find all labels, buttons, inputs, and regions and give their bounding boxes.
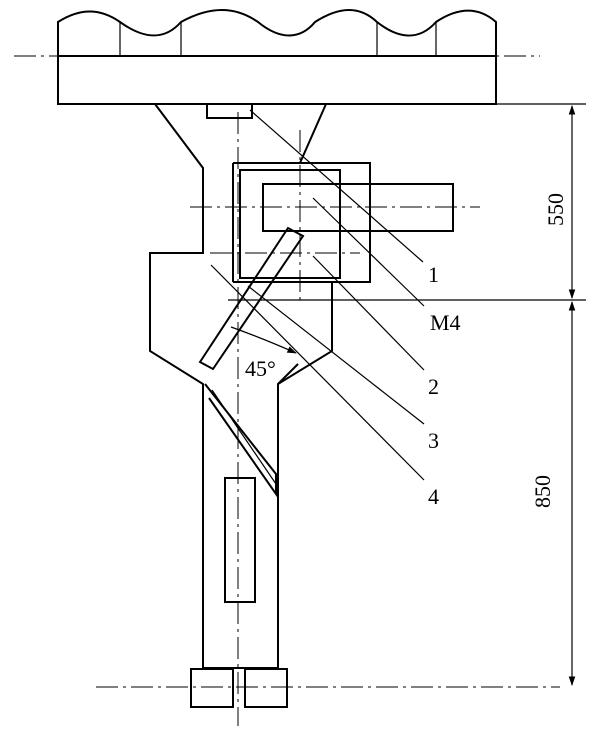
angle-indicator: 45° [230,326,297,381]
callout-1: 1 [428,262,439,287]
angle-label: 45° [245,356,276,381]
left-foot [190,668,234,708]
dimension-upper-label: 550 [543,193,568,226]
column-body [149,103,371,669]
dimension-lower-label: 850 [530,475,555,508]
callout-4: 4 [428,484,439,509]
callout-2: 2 [428,374,439,399]
inner-box [239,169,341,279]
diagonal-rod [198,226,305,371]
mounting-tab [206,103,253,119]
callout-3: 3 [428,428,439,453]
dimension-lower: 850 [530,301,576,686]
callout-m4: M4 [430,310,461,335]
leader-lines [210,109,425,481]
top-beam [57,9,497,105]
right-foot [244,668,288,708]
lower-slot [224,477,256,603]
dimension-upper: 550 [543,105,576,299]
